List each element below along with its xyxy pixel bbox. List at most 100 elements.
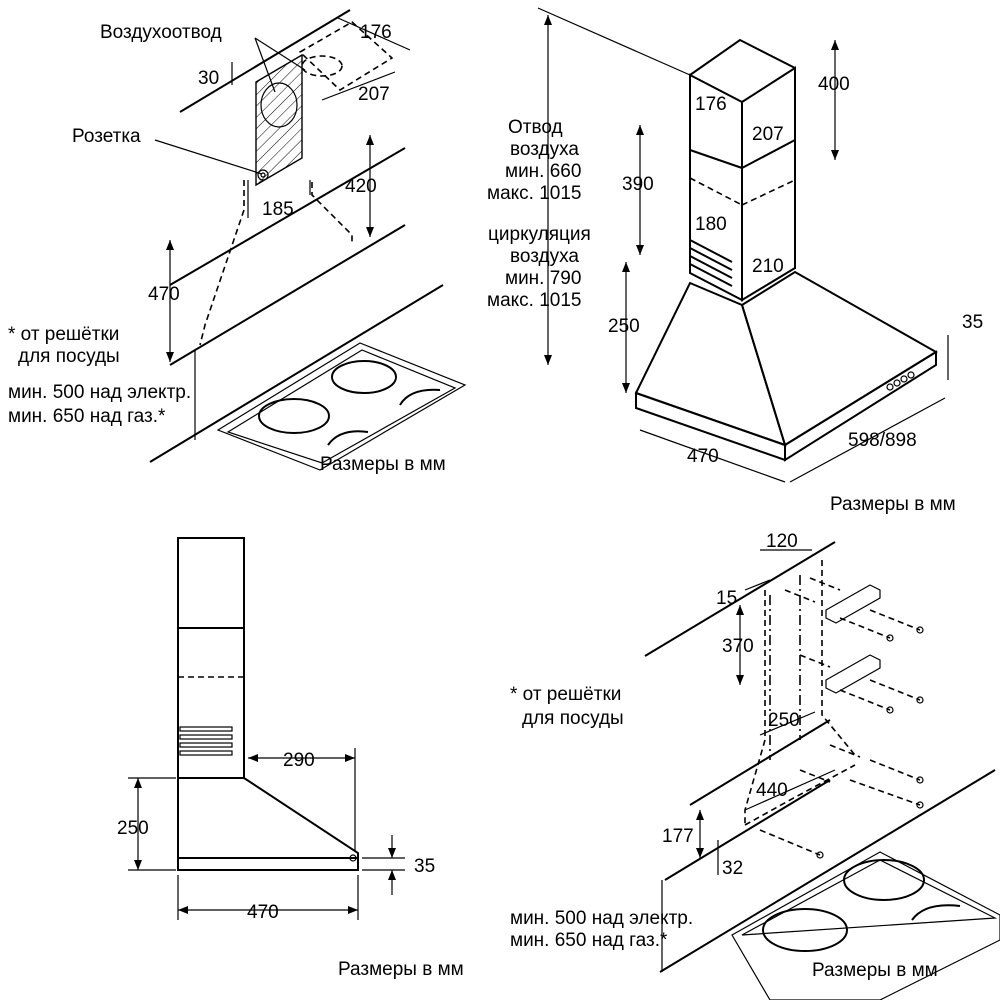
circ-label-2: воздуха [510, 246, 579, 267]
circ-min: мин. 790 [505, 268, 581, 289]
exhaust-min: мин. 660 [505, 161, 581, 182]
hob-burner-3 [399, 388, 441, 406]
arrow-470-right [348, 906, 358, 914]
hob-burner-4 [327, 430, 369, 446]
control-buttons [886, 371, 915, 391]
screw-head-icon [886, 706, 894, 714]
control-button [893, 379, 901, 387]
ceiling-line [644, 541, 836, 657]
chimney-dashed-side [741, 179, 796, 206]
circ-label-1: циркуляция [488, 224, 591, 245]
hob-outline [731, 851, 1000, 1000]
hob-outline [216, 342, 467, 471]
hood-outline-dashed-right [311, 182, 353, 245]
dim-250: 250 [117, 818, 149, 839]
chimney-dashed-right [821, 560, 856, 756]
dim-177: 177 [662, 826, 694, 847]
screw-head-icon [886, 634, 894, 642]
screw-icon [839, 617, 891, 639]
note-from-grid-line1: * от решётки [8, 324, 119, 345]
diagram-mounting: 120 15 370 250 440 177 32 * от решётки д… [510, 531, 1000, 1000]
hood-base-side [784, 350, 937, 462]
diagram-side-view: 290 250 35 470 Размеры в мм [117, 537, 464, 980]
dim-470: 470 [687, 446, 719, 467]
dim-598-898: 598/898 [848, 430, 917, 451]
mounting-bracket-1 [825, 584, 881, 624]
ceiling-duct-hole [301, 55, 343, 77]
arrow-470-left [178, 906, 188, 914]
arrow-177-bot [696, 848, 704, 858]
screw-head-icon [916, 626, 924, 634]
air-outlet-zone [255, 53, 303, 187]
socket-inner-icon [260, 172, 266, 178]
vent-slot [689, 255, 733, 279]
arrow-390-bot [636, 245, 644, 255]
dim-line-207 [321, 71, 396, 101]
arrow-total-bot [544, 355, 552, 365]
exhaust-max: макс. 1015 [487, 183, 581, 204]
min-electric: мин. 500 над электр. [510, 908, 693, 929]
chimney-top-edge [689, 38, 796, 76]
ceiling-duct-outline [298, 21, 394, 92]
arrow-400-bot [831, 150, 839, 160]
socket-icon [257, 169, 269, 181]
label-socket: Розетка [72, 126, 141, 147]
dim-line-15 [744, 579, 771, 591]
dim-line-598 [789, 397, 946, 483]
wall-line-upper [169, 147, 406, 286]
control-knob-icon [349, 854, 357, 862]
wall-line-mid [169, 224, 406, 366]
screw-icon [829, 744, 861, 758]
circ-max: макс. 1015 [487, 290, 581, 311]
dim-176: 176 [360, 22, 392, 43]
arrow-total-top [544, 15, 552, 25]
min-gas: мин. 650 над газ.* [8, 406, 166, 427]
chimney-seam-side [741, 139, 796, 169]
hob-burner-1 [843, 859, 925, 901]
arrow-470-top [166, 240, 174, 250]
dim-15: 15 [716, 588, 737, 609]
worktop-line [659, 769, 996, 973]
control-button [886, 383, 894, 391]
air-outlet-circle [260, 82, 298, 128]
dim-30: 30 [198, 68, 219, 89]
leader-air-outlet-2 [254, 37, 306, 71]
arrow-290-right [345, 754, 355, 762]
wall-line-upper [689, 719, 831, 806]
dim-35: 35 [962, 312, 983, 333]
vent-slot [689, 263, 733, 287]
arrow-370-bot [736, 675, 744, 685]
min-gas: мин. 650 над газ.* [510, 930, 668, 951]
min-electric: мин. 500 над электр. [8, 382, 191, 403]
arrow-370-top [736, 605, 744, 615]
chimney-dashed-front [689, 177, 743, 206]
arrow-177-top [696, 810, 704, 820]
exhaust-label-1: Отвод [508, 117, 563, 138]
hob-burner-2 [762, 908, 848, 952]
hood-dashed [744, 764, 856, 826]
dim-207: 207 [358, 84, 390, 105]
dim-line-440 [744, 769, 836, 811]
arrow-250-bot [622, 383, 630, 393]
dim-line-250 [759, 711, 816, 736]
hob-inner [226, 349, 457, 464]
label-air-outlet: Воздухоотвод [100, 22, 222, 43]
vent-slot [179, 750, 233, 756]
units-label: Размеры в мм [830, 494, 956, 515]
screws [759, 577, 924, 859]
arrow-390-top [636, 125, 644, 135]
screw-head-icon [916, 801, 924, 809]
dim-400: 400 [818, 74, 850, 95]
dim-line-470 [639, 429, 786, 483]
arrow-250-top [622, 262, 630, 272]
exhaust-label-2: воздуха [510, 139, 579, 160]
arrow-35-bot [388, 870, 396, 880]
dim-290: 290 [283, 750, 315, 771]
arrow-250-top [134, 778, 142, 788]
hob-burner-1 [331, 360, 397, 394]
vent-slot [179, 734, 233, 740]
leader-socket [154, 139, 263, 175]
hob-burner-3 [911, 904, 961, 921]
note-from-grid-line1: * от решётки [510, 684, 621, 705]
